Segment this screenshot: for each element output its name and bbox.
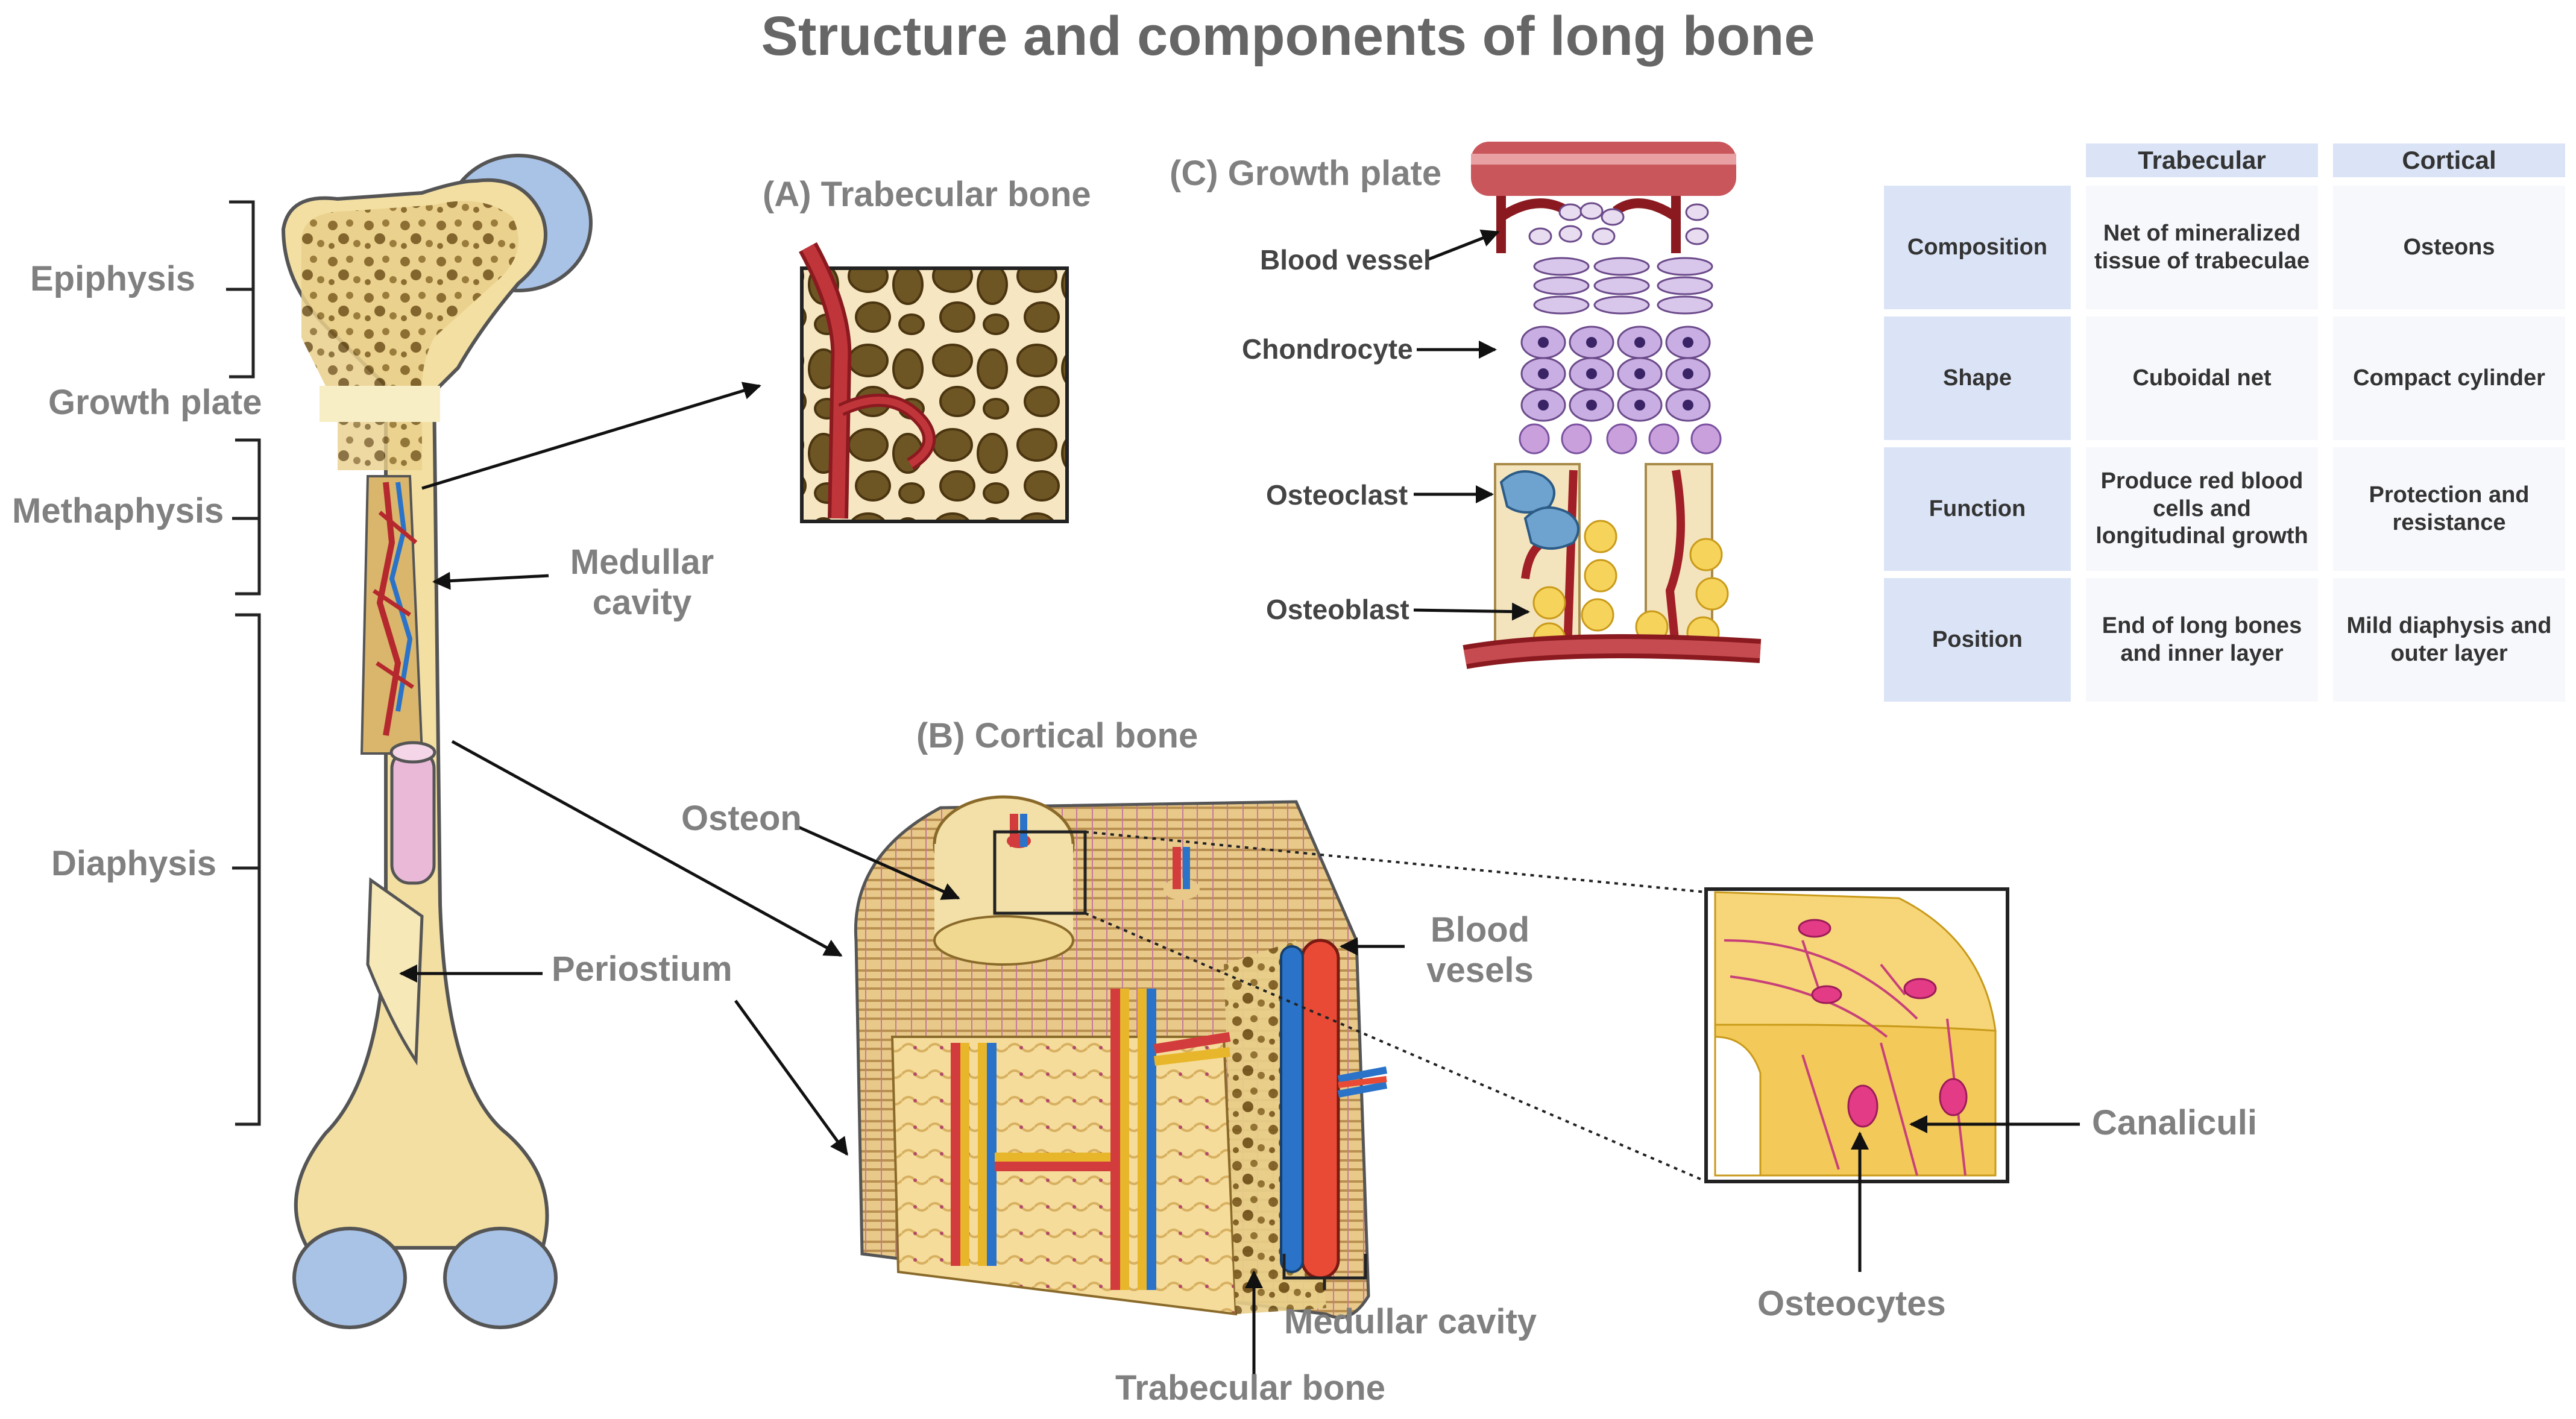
table-row-label-function: Function (1884, 447, 2071, 571)
label-growth-plate: Growth plate (48, 383, 262, 422)
long-bone-illustration (281, 154, 593, 1329)
page-title: Structure and components of long bone (761, 5, 1815, 67)
label-osteoclast: Osteoclast (1266, 479, 1408, 511)
table-cell-composition-trabecular: Net of mineralized tissue of trabeculae (2086, 186, 2318, 309)
label-osteoblast: Osteoblast (1266, 594, 1409, 625)
label-medullar-cavity-b: Medullar cavity (1284, 1302, 1537, 1341)
label-diaphysis: Diaphysis (51, 844, 216, 883)
table-cell-function-trabecular: Produce red blood cells and longitudinal… (2086, 447, 2318, 571)
panel-c-title: (C) Growth plate (1170, 154, 1442, 193)
table-header-cortical: Cortical (2333, 143, 2565, 177)
zoom-lines (1085, 831, 1707, 1183)
table-header-trabecular: Trabecular (2086, 143, 2318, 177)
panel-a-title: (A) Trabecular bone (763, 175, 1091, 214)
growth-plate-diagram (1463, 142, 1762, 669)
label-trabecular-bone: Trabecular bone (1115, 1368, 1386, 1408)
panel-b-title: (B) Cortical bone (916, 716, 1198, 755)
label-medullar-cavity: Medullar cavity (570, 543, 714, 622)
table-cell-composition-cortical: Osteons (2333, 186, 2565, 309)
table-row-label-composition: Composition (1884, 186, 2071, 309)
medullar-cavity-bracket (1282, 1254, 1367, 1290)
osteocyte-inset (1704, 887, 2009, 1183)
label-osteon: Osteon (681, 799, 802, 838)
label-chondrocyte: Chondrocyte (1242, 333, 1413, 365)
table-cell-function-cortical: Protection and resistance (2333, 447, 2565, 571)
table-cell-shape-trabecular: Cuboidal net (2086, 316, 2318, 440)
label-epiphysis: Epiphysis (30, 259, 195, 298)
label-blood-vessel: Blood vessel (1260, 244, 1431, 275)
label-periostium: Periostium (552, 949, 732, 989)
table-cell-position-cortical: Mild diaphysis and outer layer (2333, 578, 2565, 702)
growth-plate-arrows (1413, 229, 1530, 621)
table-cell-shape-cortical: Compact cylinder (2333, 316, 2565, 440)
table-cell-position-trabecular: End of long bones and inner layer (2086, 578, 2318, 702)
label-osteocytes: Osteocytes (1757, 1284, 1946, 1323)
label-blood-vesels: Blood vesels (1426, 910, 1534, 990)
table-row-label-shape: Shape (1884, 316, 2071, 440)
region-braces (226, 200, 261, 1126)
table-row-label-position: Position (1884, 578, 2071, 702)
label-metaphysis: Methaphysis (12, 491, 224, 530)
label-canaliculi: Canaliculi (2092, 1103, 2257, 1142)
cortical-bone-block (854, 795, 1388, 1320)
cortical-arrows (734, 824, 2080, 1380)
trabecular-bone-inset (799, 242, 1069, 523)
bone-arrows (399, 382, 843, 983)
